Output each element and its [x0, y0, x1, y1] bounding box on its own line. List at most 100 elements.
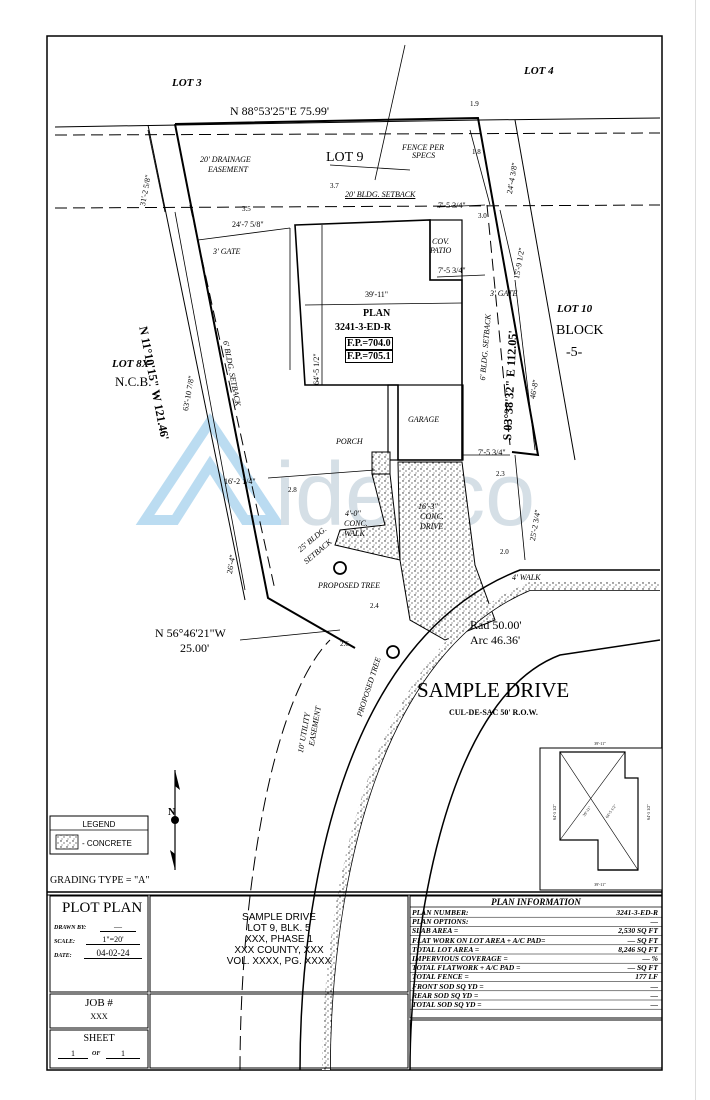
plan-info-rows	[410, 916, 662, 1010]
plan-info-label: PLAN NUMBER:	[412, 908, 469, 917]
grade-9: 2.4	[370, 602, 379, 610]
street-name: SAMPLE DRIVE	[417, 678, 570, 702]
address-line-2: LOT 9, BLK. 5	[247, 923, 311, 934]
plot-plan-title: PLOT PLAN	[62, 900, 143, 916]
grade-3: 3.7	[330, 182, 339, 190]
legend-title: LEGEND	[83, 820, 116, 829]
bearing-sw: N 56°46'21"W	[155, 626, 226, 640]
bldg-setback-20: 20' BLDG. SETBACK	[345, 190, 416, 199]
covered-patio	[429, 219, 463, 281]
lot3-boundary	[54, 119, 481, 128]
gate-left: 3' GATE	[213, 247, 241, 256]
plan-info-row: FRONT SOD SQ YD = —	[412, 982, 660, 991]
sheet-border	[46, 35, 663, 1071]
setback-line-right	[486, 204, 511, 446]
drawn-by-value: —	[100, 922, 136, 932]
grade-2: 1.8	[472, 148, 481, 156]
plan-info-row: PLAN NUMBER: 3241-3-ED-R	[412, 908, 660, 917]
plan-info-value: 2,530 SQ FT	[618, 926, 658, 936]
scale-label: SCALE:	[54, 939, 76, 945]
dim-7-5-b: 7'-5 3/4"	[438, 266, 466, 275]
dim-7-5-c: 7'-5 3/4"	[478, 448, 506, 457]
plan-info-label: FLAT WORK ON LOT AREA + A/C PAD=	[412, 935, 546, 945]
walk-4-label: 4' WALK	[512, 573, 541, 582]
proposed-tree-label: PROPOSED TREE	[318, 581, 380, 590]
address-line-1: SAMPLE DRIVE	[242, 912, 316, 923]
lot8x-boundary	[147, 124, 246, 601]
scale-value: 1"=20'	[86, 935, 140, 945]
walk-label-2: CONC.	[344, 519, 368, 528]
plan-info-row: SLAB AREA = 2,530 SQ FT	[412, 926, 660, 935]
grade-4: 3.5	[242, 205, 251, 213]
drainage-easement-1: 20' DRAINAGE	[200, 155, 251, 164]
block-label: BLOCK	[556, 323, 604, 338]
drive-label-2: CONC.	[420, 512, 444, 521]
job-label: JOB #	[85, 997, 113, 1009]
sheet-label: SHEET	[83, 1033, 115, 1044]
grading-type: GRADING TYPE = "A"	[50, 875, 150, 886]
proposed-tree-icon	[333, 561, 347, 575]
plan-info-label: FRONT SOD SQ YD =	[412, 981, 484, 991]
row-curve-outer	[299, 569, 660, 1071]
walk-label-1: 4'-0"	[345, 509, 361, 518]
garage-box	[387, 384, 464, 461]
street-sub: CUL-DE-SAC 50' R.O.W.	[449, 708, 538, 717]
plan-info-value: —	[650, 1000, 659, 1009]
fence-note-1: FENCE PER	[402, 143, 444, 152]
concrete-walk	[334, 473, 401, 561]
plan-info-label: SLAB AREA =	[412, 926, 459, 936]
address-line-5: VOL. XXXX, PG. XXXX	[226, 956, 332, 967]
inset-dim-bottom: 39'-11"	[594, 882, 606, 887]
garage-label: GARAGE	[408, 415, 440, 424]
grade-7: 2.3	[496, 470, 505, 478]
easement-lines	[54, 132, 661, 209]
row-curve-inner	[329, 589, 660, 1071]
plan-info-value: —	[650, 917, 659, 927]
grade-6: 2.8	[288, 486, 297, 494]
ncb-label: N.C.B.	[115, 374, 152, 389]
north-arrow-icon	[170, 770, 180, 870]
address-block: SAMPLE DRIVE LOT 9, BLK. 5 XXX, PHASE 1 …	[150, 912, 408, 967]
lot-divider-line	[374, 44, 406, 181]
bearing-sw-length: 25.00'	[180, 641, 210, 655]
lot-4-label: LOT 4	[524, 65, 554, 77]
lot-9-label: LOT 9	[326, 150, 364, 165]
inset-diagram	[539, 747, 663, 891]
plan-info-value: — %	[642, 954, 658, 963]
plan-info-label: TOTAL SOD SQ YD =	[412, 1000, 482, 1009]
plan-info-row: TOTAL FENCE =177 LF	[412, 972, 660, 981]
plan-info-header: PLAN INFORMATION	[491, 897, 581, 907]
drainage-easement-2: EASEMENT	[208, 165, 248, 174]
plan-info-value: 8,246 SQ FT	[618, 944, 658, 954]
sidewalk-stipple	[322, 582, 660, 1070]
grade-1: 1.9	[470, 100, 479, 108]
date-label: DATE:	[54, 953, 72, 959]
plan-info-row: TOTAL FLATWORK + A/C PAD =— SQ FT	[412, 963, 660, 972]
grade-10: 2.6	[340, 640, 349, 648]
dim-24-7: 24'-7 5/8"	[232, 220, 264, 229]
setback-line-left	[189, 204, 276, 591]
plan-info-value: 3241-3-ED-R	[616, 908, 658, 917]
drive-label-1: 16'-3"	[418, 502, 438, 511]
plan-number: 3241-3-ED-R	[335, 322, 392, 333]
block-number: -5-	[566, 345, 583, 360]
plan-info-value: —	[650, 990, 659, 1000]
lot10-boundary	[514, 119, 576, 461]
plan-info-value: —	[650, 981, 659, 991]
lot-3-label: LOT 3	[172, 77, 202, 89]
plan-info-row: REAR SOD SQ YD = —	[412, 991, 660, 1000]
plan-info-label: REAR SOD SQ YD =	[412, 990, 479, 1000]
job-value: XXX	[90, 1012, 108, 1021]
address-line-4: XXX COUNTY, XXX	[234, 945, 324, 956]
inset-dim-diag1: 39'-11"	[581, 805, 592, 818]
gate-right: 3' GATE	[490, 289, 518, 298]
plan-info-value: 177 LF	[635, 972, 658, 982]
plan-info-label: TOTAL FLATWORK + A/C PAD =	[412, 963, 521, 973]
plan-info-row: PLAN OPTIONS:—	[412, 917, 660, 926]
sheet-number: 1	[58, 1049, 88, 1059]
utility-easement-line	[239, 639, 331, 1071]
inset-dim-top: 39'-11"	[594, 741, 606, 746]
page-edge-rail	[695, 0, 696, 1100]
sheet-of: OF	[92, 1051, 101, 1057]
